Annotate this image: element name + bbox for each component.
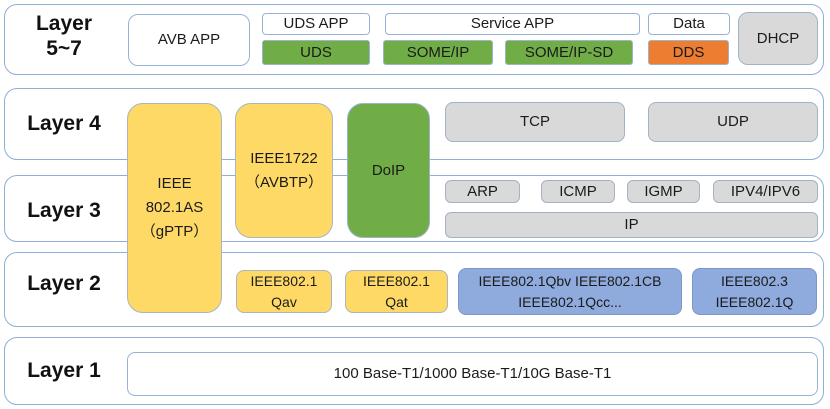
arp-box: ARP bbox=[445, 180, 520, 203]
ieee802-1-qav-box: IEEE802.1 Qav bbox=[236, 270, 332, 313]
gptp-line2: 802.1AS bbox=[145, 199, 204, 216]
layer-2-label: Layer 2 bbox=[27, 272, 101, 295]
qat-line1: IEEE802.1 bbox=[363, 272, 430, 289]
dds-box: DDS bbox=[648, 40, 729, 65]
doip-box: DoIP bbox=[347, 103, 430, 238]
uds-app-box: UDS APP bbox=[262, 13, 370, 35]
tsn-line2: IEEE802.1Qcc... bbox=[518, 293, 622, 310]
igmp-box: IGMP bbox=[627, 180, 700, 203]
layer-5-7-label-line1: Layer bbox=[35, 12, 93, 35]
some-ip-sd-box: SOME/IP-SD bbox=[505, 40, 633, 65]
qav-line1: IEEE802.1 bbox=[250, 272, 318, 289]
icmp-box: ICMP bbox=[541, 180, 615, 203]
ieee802-1-qat-box: IEEE802.1 Qat bbox=[345, 270, 448, 313]
ieee802-1as-gptp-box: IEEE 802.1AS （gPTP） bbox=[127, 103, 222, 313]
eth-line1: IEEE802.3 bbox=[721, 272, 788, 289]
udp-box: UDP bbox=[648, 102, 818, 142]
avbtp-line2: （AVBTP） bbox=[244, 173, 324, 191]
ieee802-1-tsn-box: IEEE802.1Qbv IEEE802.1CB IEEE802.1Qcc... bbox=[458, 268, 682, 315]
physical-layer-box: 100 Base-T1/1000 Base-T1/10G Base-T1 bbox=[127, 352, 818, 396]
layer-4-label: Layer 4 bbox=[27, 112, 101, 135]
ieee1722-avbtp-box: IEEE1722 （AVBTP） bbox=[235, 103, 333, 238]
layer-3-label: Layer 3 bbox=[27, 199, 101, 222]
uds-box: UDS bbox=[262, 40, 370, 65]
eth-line2: IEEE802.1Q bbox=[715, 293, 794, 310]
gptp-line1: IEEE bbox=[157, 175, 192, 192]
layer-5-7-label-line2: 5~7 bbox=[46, 37, 82, 60]
layer-1-label: Layer 1 bbox=[27, 359, 101, 382]
avbtp-line1: IEEE1722 bbox=[250, 149, 318, 167]
dhcp-box: DHCP bbox=[738, 12, 818, 65]
tsn-line1: IEEE802.1Qbv IEEE802.1CB bbox=[478, 272, 662, 289]
ieee802-3-box: IEEE802.3 IEEE802.1Q bbox=[692, 268, 817, 315]
avb-app-box: AVB APP bbox=[128, 14, 250, 66]
ip-box: IP bbox=[445, 212, 818, 238]
tcp-box: TCP bbox=[445, 102, 625, 142]
service-app-box: Service APP bbox=[385, 13, 640, 35]
ipv4-ipv6-box: IPV4/IPV6 bbox=[713, 180, 818, 203]
layer-5-7-label: Layer 5~7 bbox=[14, 11, 114, 61]
qav-line2: Qav bbox=[271, 293, 297, 310]
data-box: Data bbox=[648, 13, 730, 35]
gptp-line3: （gPTP） bbox=[140, 223, 209, 240]
some-ip-box: SOME/IP bbox=[383, 40, 493, 65]
qat-line2: Qat bbox=[385, 293, 408, 310]
